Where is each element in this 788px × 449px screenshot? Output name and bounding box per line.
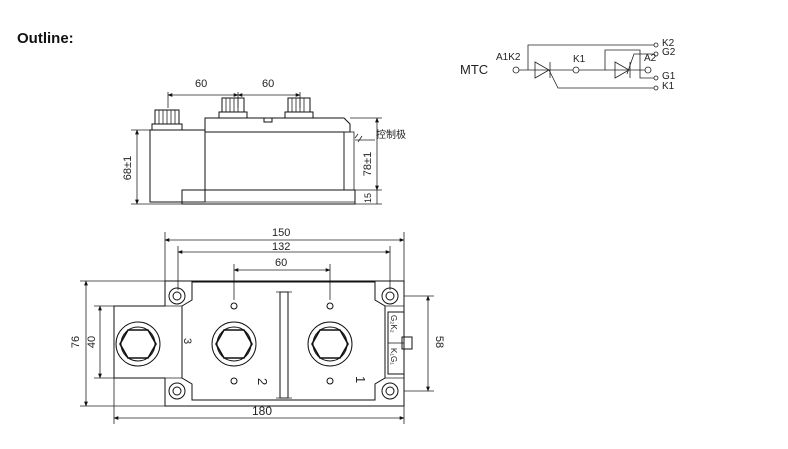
terminal-2-icon <box>211 302 257 385</box>
pin-label-k2: K2 <box>662 38 675 49</box>
side-dim-base: 15 <box>363 193 373 203</box>
top-dim-180: 180 <box>252 404 272 418</box>
terminal-k2-icon <box>653 42 659 48</box>
top-dim-60: 60 <box>275 257 287 269</box>
side-view-terminal-block <box>149 129 206 203</box>
top-dim-132: 132 <box>272 241 290 253</box>
side-view-base <box>181 189 356 205</box>
terminal-a1k2-icon <box>512 66 520 74</box>
terminal-nut-right <box>284 97 314 119</box>
terminal-nut-middle <box>218 97 248 119</box>
terminal-1-icon <box>307 302 353 385</box>
mtc-schematic: MTC A1K2 K1 A2 K2 G2 G1 K1 <box>460 38 676 92</box>
pin-label-g2: G2 <box>662 47 676 58</box>
terminal-nut-left <box>151 109 183 131</box>
terminal-label-2: 2 <box>255 378 270 385</box>
terminal-label-1: 1 <box>353 376 368 383</box>
pin-label-k1-mid: K1 <box>573 54 586 65</box>
side-dim-top-right: 60 <box>262 78 274 90</box>
top-dim-76: 76 <box>70 336 82 348</box>
terminal-label-3: 3 <box>181 338 193 344</box>
mounting-hole-bottom-right-icon <box>381 382 399 400</box>
side-dim-height-right: 78±1 <box>362 152 374 176</box>
side-view: 60 60 控制极 6 <box>122 78 406 205</box>
terminal-g1-icon <box>653 75 659 81</box>
center-partition <box>279 291 289 399</box>
mounting-hole-bottom-left-icon <box>168 382 186 400</box>
mounting-hole-top-left-icon <box>168 287 186 305</box>
pin-label-a2: A2 <box>644 53 657 64</box>
pin-label-a1k2: A1K2 <box>496 52 521 63</box>
terminal-k1-icon <box>572 66 580 74</box>
side-dim-height-left: 68±1 <box>122 156 134 180</box>
terminal-3-icon <box>115 321 161 367</box>
top-view: 150 132 60 3 <box>70 227 445 424</box>
top-dim-58: 58 <box>433 336 445 348</box>
top-dim-40: 40 <box>86 336 98 348</box>
module-outline <box>113 280 405 407</box>
terminal-k1-small-icon <box>653 85 659 91</box>
gate-label-lower: K₁G₁ <box>389 348 398 365</box>
schematic-model-label: MTC <box>460 62 488 77</box>
gate-label-upper: G₂K₂ <box>389 315 398 333</box>
side-dim-top-left: 60 <box>195 78 207 90</box>
thyristor-1-icon <box>534 61 551 79</box>
terminal-a2-icon <box>644 66 652 74</box>
pin-label-g1: G1 <box>662 71 676 82</box>
pin-label-k1: K1 <box>662 81 675 92</box>
top-dim-150: 150 <box>272 227 290 239</box>
control-terminal-label: 控制极 <box>376 128 406 141</box>
outline-heading: Outline: <box>17 30 74 47</box>
mounting-hole-top-right-icon <box>381 287 399 305</box>
